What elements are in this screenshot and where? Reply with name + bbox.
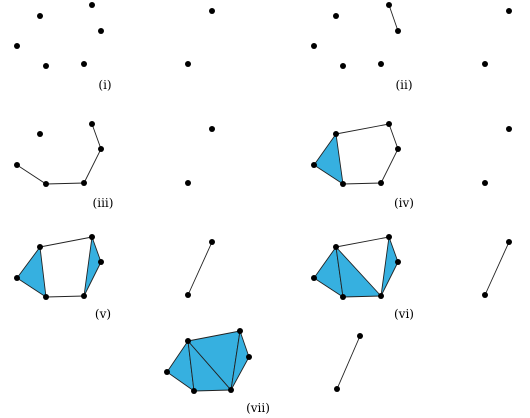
vertex xyxy=(311,43,317,49)
vertex xyxy=(482,61,488,67)
panel-label: (vii) xyxy=(246,401,270,415)
vertex xyxy=(482,180,488,186)
vertex xyxy=(185,292,191,298)
vertex xyxy=(89,2,95,8)
filled-triangle xyxy=(335,246,382,298)
vertex xyxy=(14,275,20,281)
filled-triangle xyxy=(313,133,344,185)
vertex xyxy=(185,338,191,344)
vertex xyxy=(357,333,363,339)
filled-triangle xyxy=(16,246,47,298)
vertex xyxy=(228,387,234,393)
vertex xyxy=(209,8,215,14)
vertex xyxy=(482,292,488,298)
filled-triangle xyxy=(83,236,102,297)
vertex xyxy=(340,294,346,300)
filled-triangle xyxy=(230,330,250,391)
vertex xyxy=(98,146,104,152)
vertex xyxy=(81,180,87,186)
vertex xyxy=(237,328,243,334)
edge xyxy=(335,123,399,185)
edge xyxy=(45,295,85,298)
panel-ii: (ii) xyxy=(311,2,512,92)
vertex xyxy=(378,180,384,186)
panel-label: (iii) xyxy=(93,196,114,210)
vertex xyxy=(164,369,170,375)
edge xyxy=(336,335,361,390)
vertex xyxy=(81,293,87,299)
panel-label: (v) xyxy=(95,307,111,321)
panel-label: (ii) xyxy=(395,78,412,92)
vertex xyxy=(311,162,317,168)
vertex xyxy=(378,61,384,67)
vertex xyxy=(209,239,215,245)
vertex xyxy=(311,275,317,281)
panel-iv: (iv) xyxy=(311,121,512,210)
edge xyxy=(39,236,93,248)
vertex xyxy=(89,234,95,240)
panel-label: (i) xyxy=(98,78,111,92)
vertex xyxy=(506,126,512,132)
vertex xyxy=(37,244,43,250)
edge xyxy=(388,4,399,32)
vertex xyxy=(340,181,346,187)
vertex xyxy=(334,386,340,392)
panel-vii: (vii) xyxy=(164,328,363,415)
vertex xyxy=(333,131,339,137)
vertex xyxy=(89,121,95,127)
vertex xyxy=(43,181,49,187)
vertex xyxy=(43,63,49,69)
vertex xyxy=(333,13,339,19)
vertex xyxy=(191,388,197,394)
vertex xyxy=(209,126,215,132)
vertex xyxy=(14,162,20,168)
vertex xyxy=(81,61,87,67)
vertex xyxy=(98,28,104,34)
panel-i: (i) xyxy=(14,2,215,92)
vertex xyxy=(395,28,401,34)
vertex xyxy=(506,239,512,245)
vertex xyxy=(185,180,191,186)
vertex xyxy=(386,2,392,8)
vertex xyxy=(185,61,191,67)
vertex xyxy=(37,131,43,137)
edge xyxy=(187,241,213,296)
filled-triangle xyxy=(380,236,399,297)
edge xyxy=(335,236,390,248)
vertex xyxy=(43,294,49,300)
panel-vi: (vi) xyxy=(311,234,512,321)
vertex xyxy=(98,259,104,265)
panel-label: (iv) xyxy=(394,196,414,210)
vertex xyxy=(395,259,401,265)
edge xyxy=(16,123,102,185)
vertex xyxy=(333,244,339,250)
edge xyxy=(484,241,510,296)
panel-v: (v) xyxy=(14,234,215,321)
vertex xyxy=(246,354,252,360)
vertex xyxy=(386,121,392,127)
vertex xyxy=(506,8,512,14)
vertex xyxy=(386,234,392,240)
vertex xyxy=(395,146,401,152)
panel-label: (vi) xyxy=(394,307,414,321)
panel-iii: (iii) xyxy=(14,121,215,210)
vertex xyxy=(378,293,384,299)
vertex xyxy=(14,43,20,49)
vertex xyxy=(340,63,346,69)
vertex xyxy=(37,13,43,19)
